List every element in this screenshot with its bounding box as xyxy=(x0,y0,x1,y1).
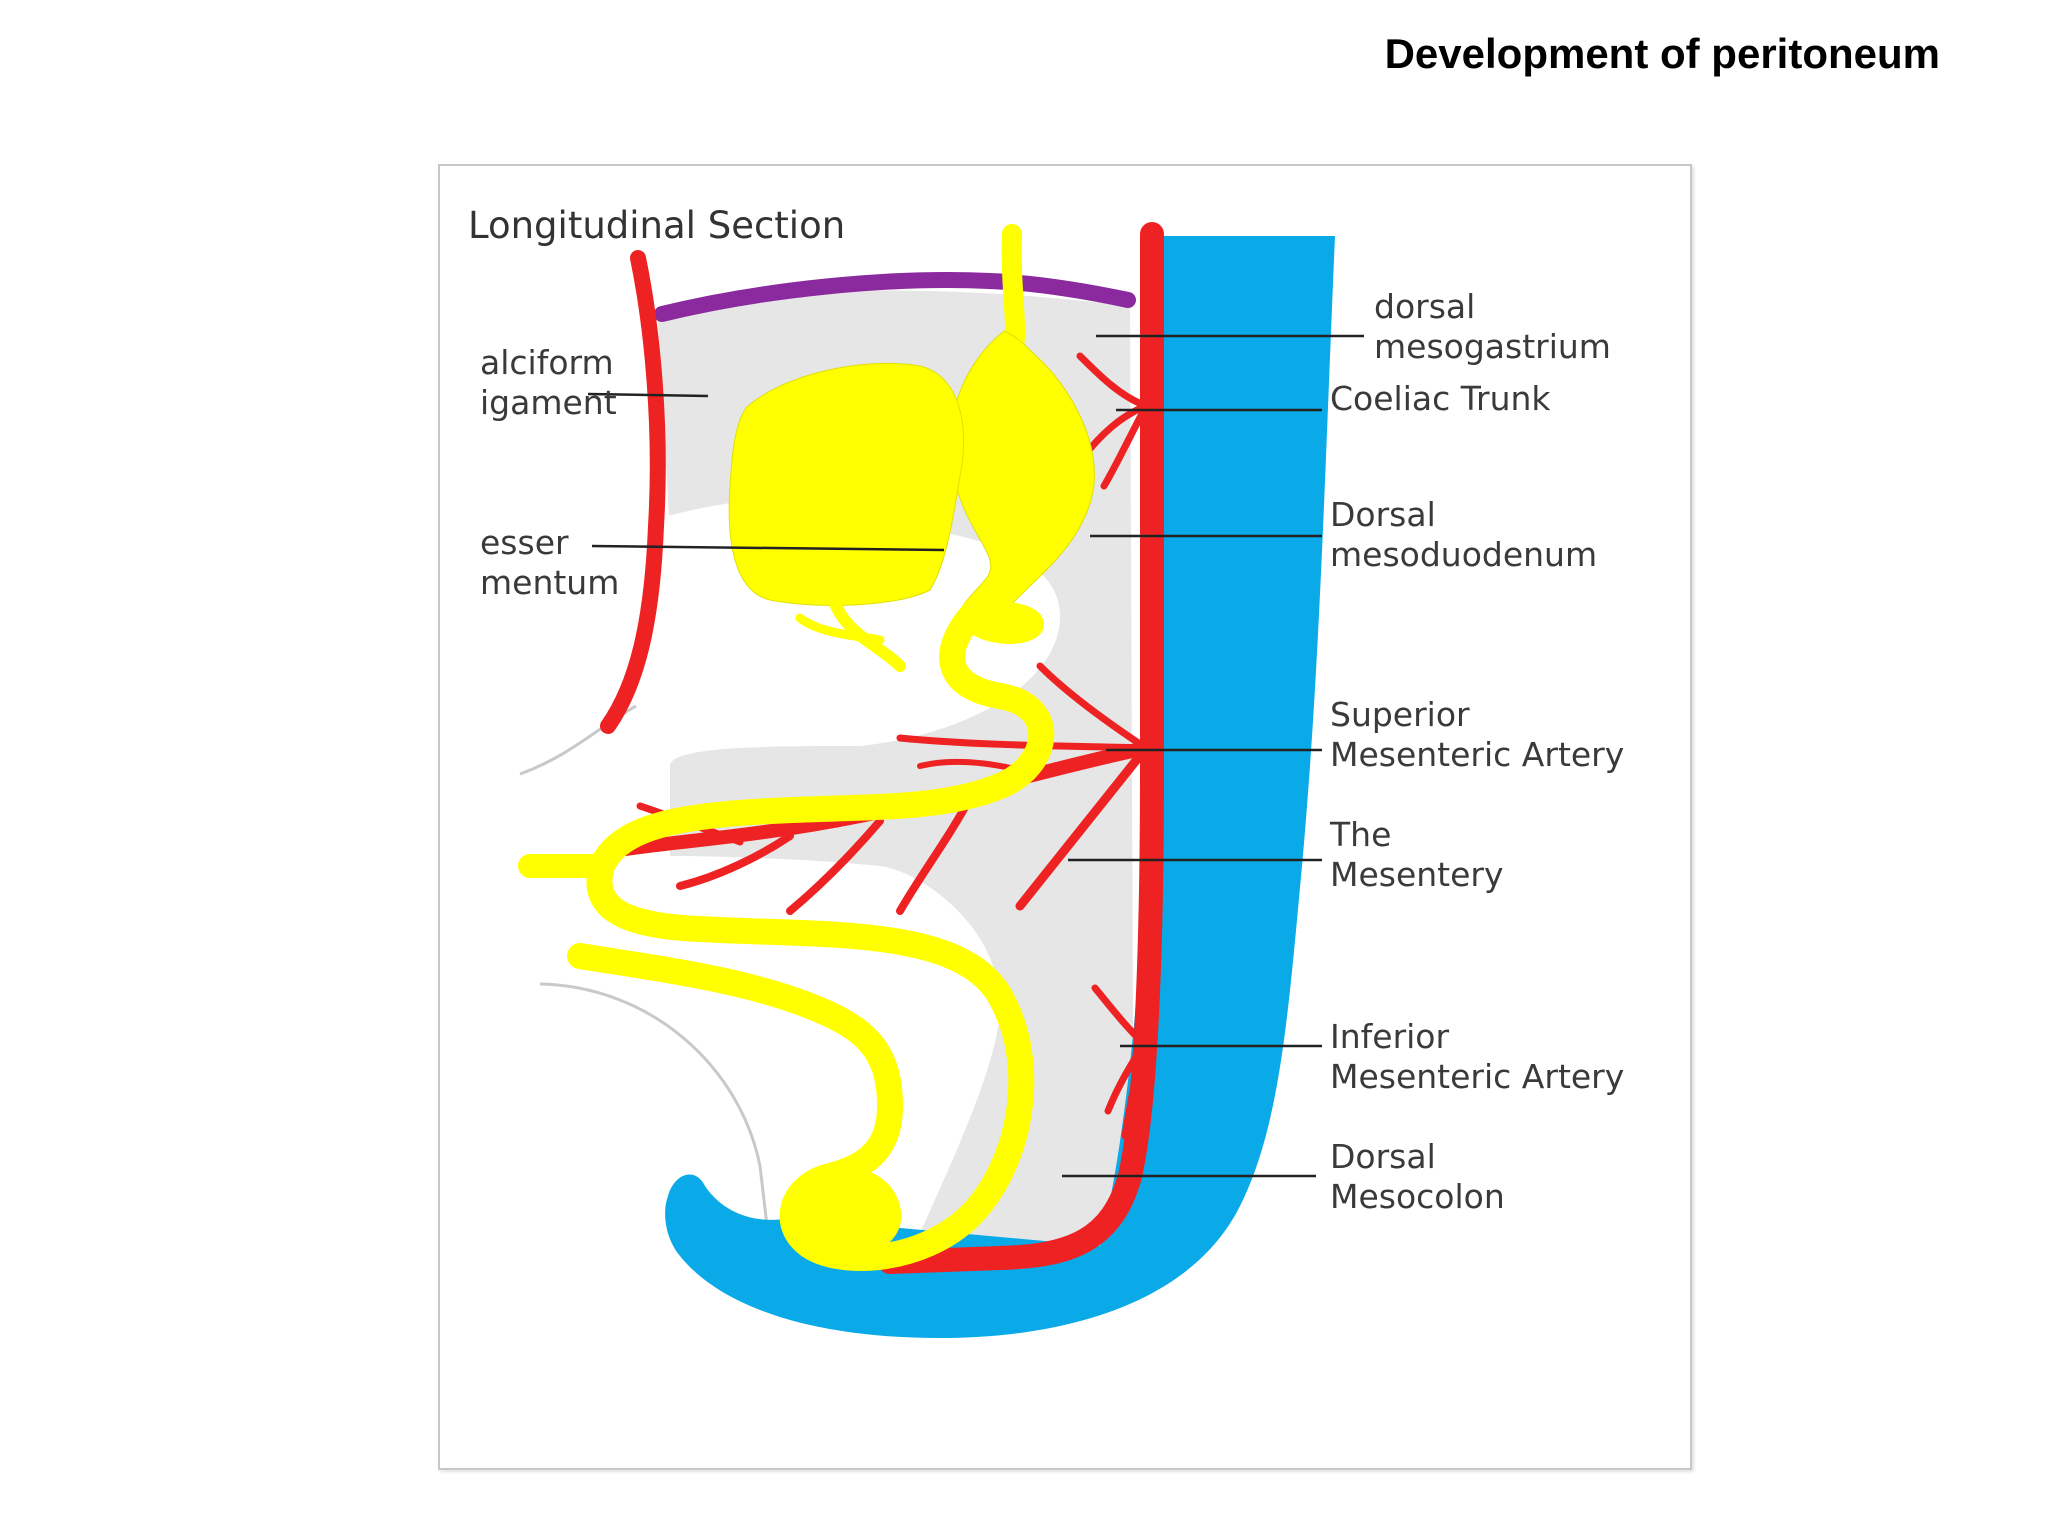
label-ima-line1: Inferior xyxy=(1330,1017,1449,1056)
longitudinal-section-diagram: Longitudinal Section alciform igament es… xyxy=(468,204,1624,1338)
dorsal-aorta xyxy=(878,222,1164,1274)
label-sma-line2: Mesenteric Artery xyxy=(1330,735,1624,774)
section-title: Longitudinal Section xyxy=(468,204,845,247)
label-ima-line2: Mesenteric Artery xyxy=(1330,1057,1624,1096)
label-mesentery-line2: Mesentery xyxy=(1330,855,1504,894)
label-coeliac-trunk: Coeliac Trunk xyxy=(1330,379,1551,418)
cloaca xyxy=(789,1168,902,1260)
label-dorsal-mesoduodenum-line2: mesoduodenum xyxy=(1330,535,1597,574)
diagram-figure: Longitudinal Section alciform igament es… xyxy=(438,164,1692,1470)
label-dorsal-mesogastrium-line1: dorsal xyxy=(1374,287,1475,326)
label-falciform-line2: igament xyxy=(480,383,617,422)
label-falciform-line1: alciform xyxy=(480,343,614,382)
body-wall xyxy=(665,236,1335,1338)
label-dorsal-mesocolon-line2: Mesocolon xyxy=(1330,1177,1505,1216)
label-dorsal-mesoduodenum-line1: Dorsal xyxy=(1330,495,1436,534)
label-dorsal-mesogastrium-line2: mesogastrium xyxy=(1374,327,1611,366)
intestine xyxy=(567,593,1055,1271)
liver xyxy=(728,362,965,606)
label-lesser-omentum-line2: mentum xyxy=(480,563,619,602)
inferior-mesenteric-artery xyxy=(1091,984,1148,1140)
label-sma-line1: Superior xyxy=(1330,695,1470,734)
label-mesentery-line1: The xyxy=(1329,815,1391,854)
diaphragm xyxy=(654,272,1136,322)
label-lesser-omentum-line1: esser xyxy=(480,523,569,562)
leader-lines xyxy=(587,334,1364,1178)
anterior-wall-artery xyxy=(600,250,666,734)
peritoneal-lining-lower xyxy=(539,982,772,1252)
oesophagus xyxy=(1001,224,1026,356)
label-dorsal-mesocolon-line1: Dorsal xyxy=(1330,1137,1436,1176)
slide-title: Development of peritoneum xyxy=(1384,30,1940,77)
gut-tube xyxy=(518,224,1095,1271)
